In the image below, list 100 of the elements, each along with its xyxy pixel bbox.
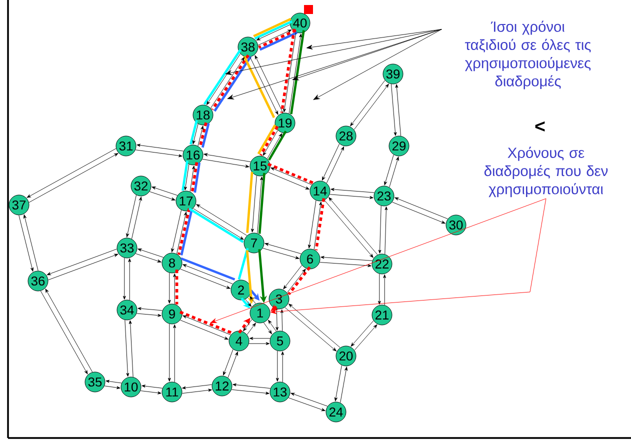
arrow bbox=[136, 144, 184, 152]
network-node: 2 bbox=[230, 280, 252, 300]
arrow bbox=[192, 124, 198, 144]
arrow bbox=[384, 154, 394, 186]
arrow bbox=[245, 299, 252, 307]
network-node: 40 bbox=[290, 12, 310, 34]
network-node: 38 bbox=[238, 36, 258, 58]
network-node: 11 bbox=[162, 382, 182, 402]
arrow bbox=[128, 320, 134, 378]
arrow bbox=[288, 398, 326, 412]
arrow bbox=[152, 186, 178, 196]
arrow bbox=[334, 365, 342, 402]
network-node: 20 bbox=[336, 346, 356, 366]
leader-line bbox=[306, 29, 442, 50]
arrow bbox=[256, 24, 290, 40]
arrow bbox=[286, 268, 306, 293]
arrow bbox=[182, 384, 212, 390]
network-node: 23 bbox=[374, 186, 394, 206]
arrow bbox=[262, 248, 300, 260]
arrow bbox=[223, 349, 234, 376]
network-node: 28 bbox=[336, 126, 356, 146]
arrow bbox=[249, 336, 270, 340]
arrow bbox=[383, 274, 386, 306]
arrow bbox=[104, 386, 120, 390]
network-node: 19 bbox=[274, 112, 296, 134]
arrow bbox=[149, 191, 176, 200]
network-node: 8 bbox=[162, 252, 182, 274]
arrow bbox=[257, 176, 263, 234]
arrow bbox=[250, 296, 256, 304]
arrow bbox=[281, 351, 284, 382]
arrow bbox=[268, 172, 310, 190]
arrow bbox=[173, 324, 176, 382]
arrow bbox=[268, 320, 277, 332]
arrow bbox=[320, 262, 372, 268]
arrow bbox=[330, 194, 374, 199]
arrow bbox=[106, 380, 122, 384]
arrow bbox=[290, 392, 328, 406]
arrow bbox=[135, 253, 162, 262]
network-node: 39 bbox=[382, 64, 404, 84]
leader-line bbox=[210, 198, 546, 324]
arrow bbox=[250, 56, 278, 115]
arrow bbox=[180, 268, 230, 289]
arrow bbox=[248, 342, 270, 346]
arrow bbox=[231, 389, 270, 395]
arrow bbox=[254, 55, 284, 114]
network-node: 15 bbox=[250, 156, 270, 176]
arrow bbox=[228, 352, 238, 378]
network-node: 5 bbox=[270, 330, 290, 352]
arrow bbox=[176, 212, 187, 254]
network-node: 35 bbox=[84, 372, 106, 392]
network-node: 29 bbox=[388, 136, 410, 156]
arrow bbox=[202, 158, 250, 168]
arrow bbox=[326, 146, 344, 184]
network-node: 21 bbox=[372, 304, 392, 326]
arrow bbox=[262, 130, 278, 156]
network-node: 17 bbox=[176, 190, 196, 212]
arrow bbox=[142, 384, 163, 388]
network-node: 14 bbox=[310, 180, 330, 202]
arrow bbox=[314, 202, 322, 250]
less-than-sign: < bbox=[535, 121, 545, 132]
annotation-text: Ίσοι χρόνοι ταξιδιού σε όλες τις χρησιμοποιούμενες διαδρομές bbox=[464, 20, 591, 90]
network-node: 37 bbox=[8, 194, 30, 216]
network-node: 9 bbox=[162, 304, 182, 324]
arrow bbox=[204, 153, 251, 162]
arrow bbox=[389, 156, 399, 188]
arrow bbox=[128, 258, 132, 300]
arrow bbox=[18, 215, 34, 272]
arrow bbox=[320, 256, 372, 261]
network-node: 31 bbox=[116, 136, 136, 156]
arrow bbox=[138, 248, 164, 258]
network-node: 22 bbox=[372, 254, 392, 274]
arrow bbox=[276, 350, 279, 382]
arrow bbox=[135, 150, 182, 158]
network-node: 7 bbox=[244, 232, 264, 254]
network-node: 32 bbox=[130, 176, 152, 196]
network-node: 33 bbox=[116, 238, 138, 258]
arrow bbox=[168, 272, 171, 304]
arrow bbox=[258, 30, 292, 46]
network-node: 1 bbox=[250, 302, 270, 324]
network-node: 10 bbox=[120, 376, 142, 398]
arrow bbox=[246, 322, 256, 335]
arrow bbox=[190, 166, 195, 192]
arrow bbox=[392, 202, 446, 224]
arrow bbox=[384, 206, 388, 254]
network-node: 6 bbox=[300, 248, 320, 270]
leader-line bbox=[225, 29, 442, 76]
leader-line bbox=[313, 29, 442, 100]
arrow bbox=[136, 313, 162, 317]
network-node: 36 bbox=[28, 270, 48, 292]
arrow bbox=[391, 84, 397, 136]
arrow bbox=[48, 254, 118, 280]
arrow bbox=[394, 197, 448, 220]
arrow bbox=[350, 320, 374, 346]
arrow bbox=[288, 34, 302, 114]
arrow bbox=[395, 84, 401, 136]
arrow bbox=[270, 167, 312, 185]
arrow bbox=[283, 32, 296, 112]
arrow bbox=[138, 307, 163, 311]
arrow bbox=[140, 390, 162, 394]
arrow bbox=[124, 320, 130, 377]
